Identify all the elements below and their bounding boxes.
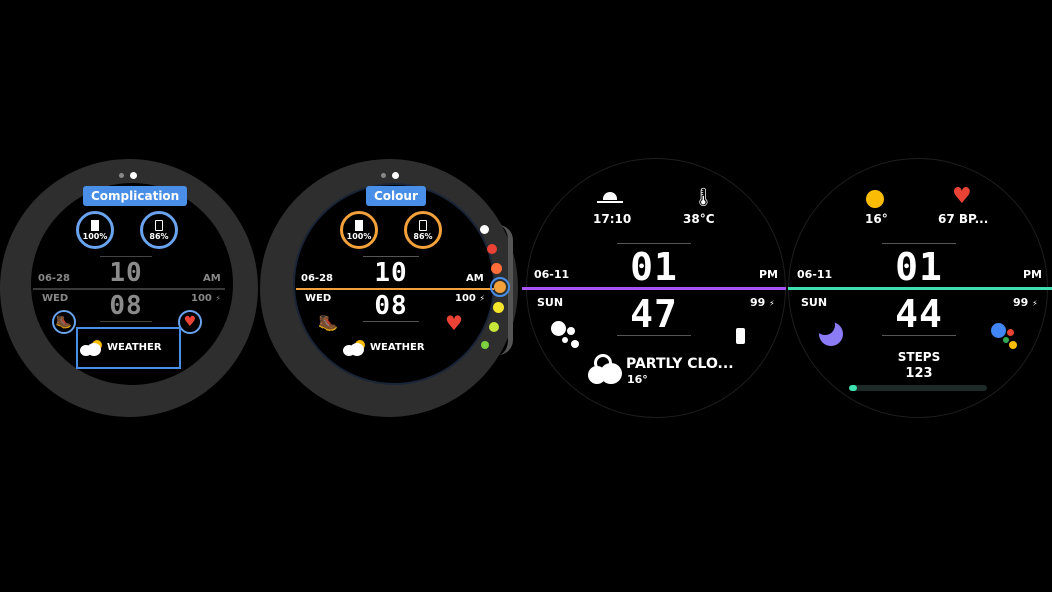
watch-battery-ring[interactable]: 100% xyxy=(340,211,378,249)
partly-cloudy-icon xyxy=(80,340,104,356)
steps-progress-track xyxy=(849,385,987,391)
day-text: SUN xyxy=(537,296,564,309)
day-text: WED xyxy=(42,293,69,304)
colour-swatch-orange-red[interactable] xyxy=(491,263,502,274)
steps-progress-fill xyxy=(849,385,858,391)
moon-icon xyxy=(815,315,845,348)
heart-complication[interactable]: ♥ xyxy=(178,310,202,334)
phone-icon xyxy=(419,219,427,231)
hour-text: 01 xyxy=(630,245,678,289)
hiking-icon: 🥾 xyxy=(55,314,73,330)
phone-battery-value: 86% xyxy=(149,231,169,241)
phone-battery-ring[interactable]: 86% xyxy=(140,211,178,249)
steps-value: 123 xyxy=(905,366,933,381)
heart-rate-value: 67 BP... xyxy=(938,212,989,226)
google-assistant-icon[interactable] xyxy=(991,321,1021,351)
ampm-text: PM xyxy=(759,268,779,281)
colour-swatch-yellow[interactable] xyxy=(493,302,504,313)
partly-cloudy-icon xyxy=(343,340,367,356)
page-dot-active[interactable] xyxy=(130,172,137,179)
sunrise-time: 17:10 xyxy=(593,212,632,226)
watch-battery-ring[interactable]: 100% xyxy=(76,211,114,249)
minute-text: 08 xyxy=(374,291,408,321)
assistant-icon[interactable] xyxy=(551,321,583,349)
battery-icon xyxy=(736,328,745,344)
face-screen xyxy=(31,183,233,385)
divider xyxy=(363,321,419,322)
watch-battery-value: 100% xyxy=(82,231,108,241)
weather-condition: PARTLY CLO... xyxy=(626,356,734,372)
hour-text: 10 xyxy=(109,258,143,288)
date-text: 06-11 xyxy=(534,268,570,281)
heart-icon: ♥ xyxy=(183,314,197,330)
colour-swatch-green[interactable] xyxy=(481,341,489,349)
battery-percent: 99 ⚡ xyxy=(1013,296,1038,309)
hour-text: 10 xyxy=(374,258,408,288)
minute-text: 08 xyxy=(109,291,143,321)
heart-icon[interactable]: ♥ xyxy=(445,311,463,335)
weather-complication-selected[interactable] xyxy=(76,327,181,369)
minute-text: 47 xyxy=(630,292,678,336)
heart-icon: ♥ xyxy=(952,184,972,209)
accent-line xyxy=(296,288,494,290)
hiking-icon[interactable]: 🥾 xyxy=(318,313,338,332)
battery-percent: 100 ⚡ xyxy=(191,293,221,304)
temperature-value: 38°C xyxy=(683,212,715,226)
face-screen xyxy=(293,183,495,385)
day-text: SUN xyxy=(801,296,828,309)
charge-icon: ⚡ xyxy=(215,294,221,303)
page-dot[interactable] xyxy=(119,173,124,178)
colour-swatch-lime[interactable] xyxy=(489,322,499,332)
battery-icon xyxy=(355,219,363,231)
charge-icon: ⚡ xyxy=(769,299,775,308)
colour-swatch-red[interactable] xyxy=(487,244,497,254)
weather-label: WEATHER xyxy=(107,342,162,353)
date-text: 06-28 xyxy=(38,273,70,284)
battery-percent: 99 ⚡ xyxy=(750,296,775,309)
ampm-text: PM xyxy=(1023,268,1043,281)
weather-temperature: 16° xyxy=(627,373,648,386)
day-text: WED xyxy=(305,293,332,304)
activity-complication[interactable]: 🥾 xyxy=(52,310,76,334)
weather-label: WEATHER xyxy=(370,342,425,353)
colour-tab[interactable]: Colour xyxy=(366,186,426,206)
charge-icon: ⚡ xyxy=(1032,299,1038,308)
colour-swatch-white[interactable] xyxy=(480,225,489,234)
page-dot[interactable] xyxy=(381,173,386,178)
hour-text: 01 xyxy=(895,245,943,289)
colour-swatch-selected-ring[interactable] xyxy=(490,277,510,297)
watch-battery-value: 100% xyxy=(346,231,372,241)
complication-tab[interactable]: Complication xyxy=(83,186,188,206)
steps-label: STEPS xyxy=(897,350,941,364)
scroll-indicator[interactable] xyxy=(498,225,513,355)
phone-battery-value: 86% xyxy=(413,231,433,241)
partly-cloudy-icon xyxy=(588,354,624,384)
divider xyxy=(617,335,691,336)
date-text: 06-28 xyxy=(301,273,333,284)
charge-icon: ⚡ xyxy=(479,294,485,303)
date-text: 06-11 xyxy=(797,268,833,281)
divider xyxy=(100,321,152,322)
divider xyxy=(882,335,956,336)
battery-percent: 100 ⚡ xyxy=(455,293,485,304)
divider xyxy=(100,256,152,257)
accent-line xyxy=(788,287,1052,290)
accent-line xyxy=(33,288,225,290)
phone-battery-ring[interactable]: 86% xyxy=(404,211,442,249)
temperature-value: 16° xyxy=(865,212,888,226)
ampm-text: AM xyxy=(466,273,484,284)
page-dot-active[interactable] xyxy=(392,172,399,179)
minute-text: 44 xyxy=(895,292,943,336)
battery-icon xyxy=(91,219,99,231)
divider xyxy=(363,256,419,257)
phone-icon xyxy=(155,219,163,231)
accent-line xyxy=(522,287,786,290)
sun-icon xyxy=(866,190,884,208)
colour-swatch-orange[interactable] xyxy=(494,281,506,293)
divider xyxy=(882,243,956,244)
sunrise-icon xyxy=(597,190,623,206)
divider xyxy=(617,243,691,244)
thermometer-icon: 🌡 xyxy=(692,187,715,208)
ampm-text: AM xyxy=(203,273,221,284)
